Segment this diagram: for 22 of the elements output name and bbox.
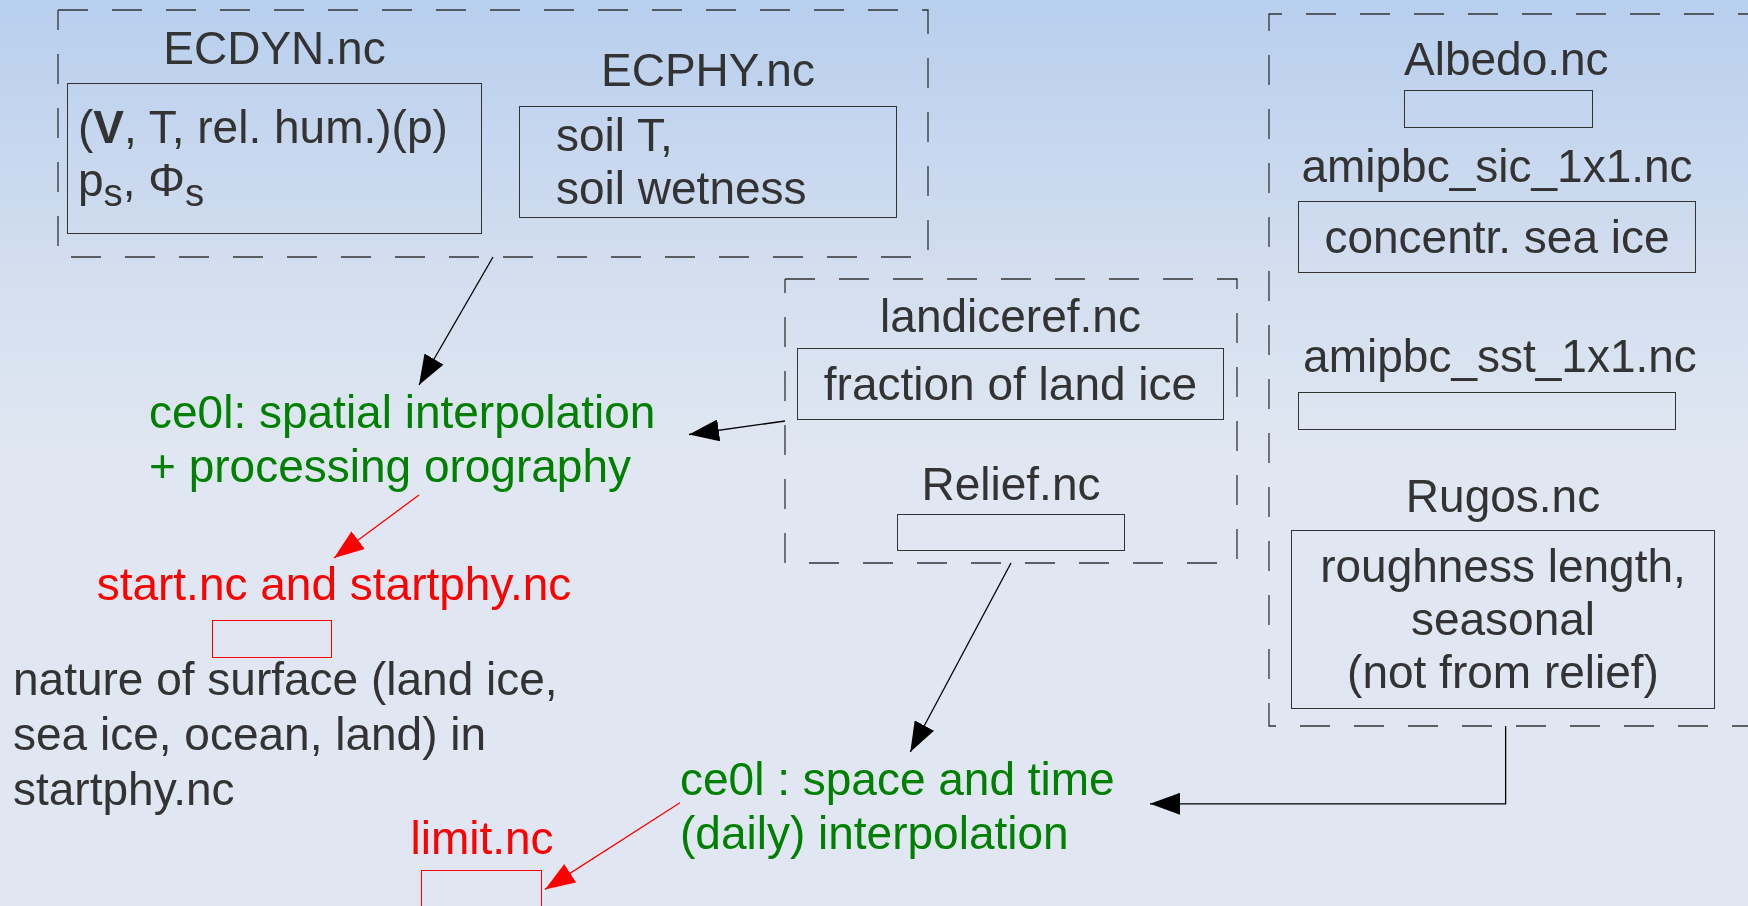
- file-name: amipbc_sic_1x1.nc: [1301, 140, 1693, 192]
- data-box: roughness length, seasonal (not from relief): [1291, 530, 1715, 709]
- arrow: [688, 419, 786, 442]
- data-box: soil T, soil wetness: [519, 106, 897, 218]
- file-name: ECDYN.nc: [163, 22, 386, 74]
- file-name: Albedo.nc: [1404, 33, 1609, 85]
- arrow: [544, 802, 681, 891]
- arrow: [418, 256, 494, 386]
- file-name: Rugos.nc: [1405, 470, 1601, 522]
- file-name: amipbc_sst_1x1.nc: [1303, 330, 1697, 382]
- process-label: ce0l: spatial interpolation + processing orography: [149, 385, 689, 495]
- data-box: (V, T, rel. hum.)(p) p$_{s}$, Φ$_{s}$: [67, 83, 482, 234]
- data-box: fraction of land ice: [797, 348, 1224, 420]
- arrow: [333, 494, 420, 559]
- file-name: start.nc and startphy.nc: [96, 558, 572, 610]
- data-box: concentr. sea ice: [1298, 201, 1696, 273]
- process-label: ce0l : space and time (daily) interpolation: [680, 752, 1150, 860]
- file-name: ECPHY.nc: [601, 44, 815, 96]
- file-name: landiceref.nc: [880, 290, 1141, 342]
- file-name: Relief.nc: [921, 458, 1101, 510]
- arrow: [1149, 725, 1507, 815]
- arrow: [909, 562, 1012, 753]
